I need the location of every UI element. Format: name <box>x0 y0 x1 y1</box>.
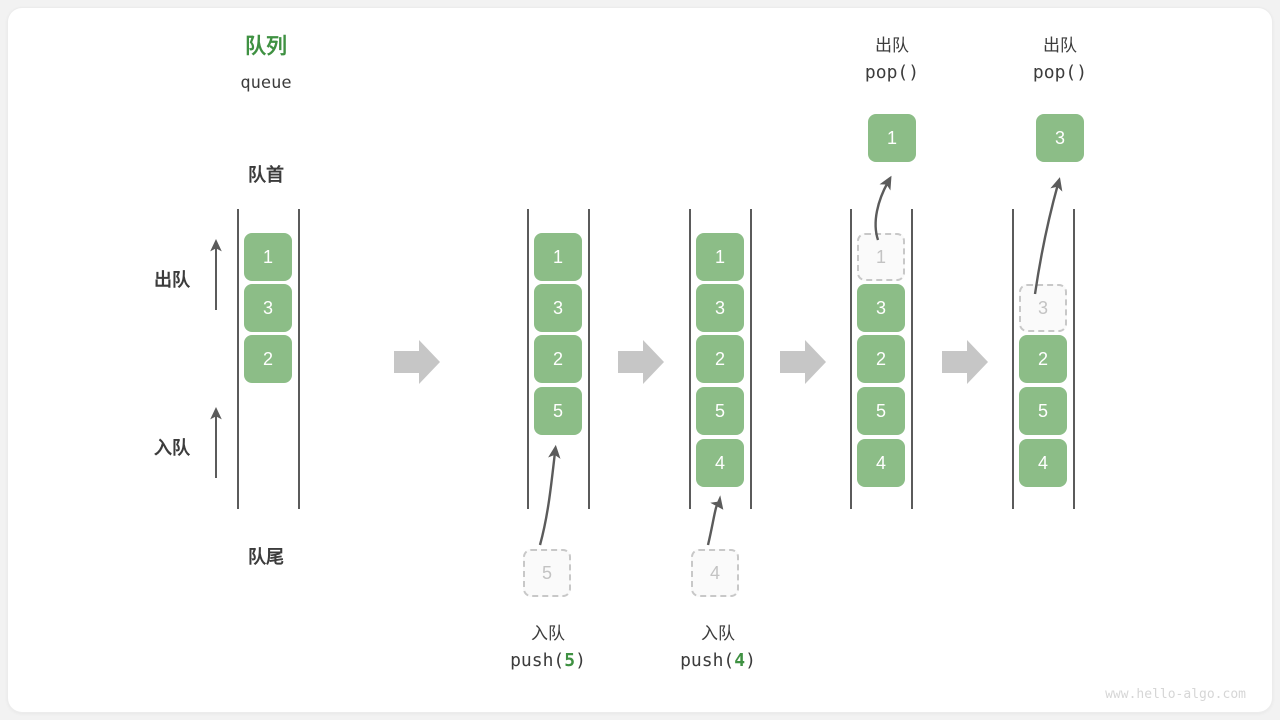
stage2-rail-right <box>588 209 590 509</box>
incoming-ghost-cell: 4 <box>691 549 739 597</box>
queue-cell: 5 <box>1019 387 1067 435</box>
stage4-operation-label: 出队 pop() <box>792 32 992 86</box>
stage4-op-cn: 出队 <box>875 36 909 55</box>
queue-cell: 4 <box>857 439 905 487</box>
stage2-op-arg: 5 <box>564 650 576 671</box>
stage3-op-en-pre: push( <box>680 650 735 671</box>
rear-label: 队尾 <box>248 547 284 567</box>
stage4-op-en: pop() <box>864 62 920 83</box>
stage2-op-en-post: ) <box>575 650 586 671</box>
stage2-operation-label: 入队 push(5) <box>448 620 648 674</box>
stage5-op-cn: 出队 <box>1043 36 1077 55</box>
queue-cell: 3 <box>244 284 292 332</box>
stage3-op-cn: 入队 <box>701 624 735 643</box>
removed-ghost-cell: 3 <box>1019 284 1067 332</box>
dequeue-direction-label: 出队 <box>154 270 190 290</box>
stage5-rail-left <box>1012 209 1014 509</box>
queue-cell: 2 <box>244 335 292 383</box>
queue-cell: 2 <box>534 335 582 383</box>
stage2-rail-left <box>527 209 529 509</box>
queue-cell: 3 <box>696 284 744 332</box>
diagram-title-en: queue <box>240 73 292 93</box>
queue-cell: 1 <box>696 233 744 281</box>
stage3-op-arg: 4 <box>734 650 746 671</box>
stage3-rail-right <box>750 209 752 509</box>
stage3-operation-label: 入队 push(4) <box>618 620 818 674</box>
stage5-operation-label: 出队 pop() <box>960 32 1160 86</box>
queue-cell: 2 <box>857 335 905 383</box>
stage3-op-en-post: ) <box>745 650 756 671</box>
diagram-card <box>8 8 1272 712</box>
stage2-op-cn: 入队 <box>531 624 565 643</box>
queue-cell: 2 <box>1019 335 1067 383</box>
queue-cell: 4 <box>696 439 744 487</box>
stage4-rail-left <box>850 209 852 509</box>
queue-cell: 1 <box>534 233 582 281</box>
popped-cell: 3 <box>1036 114 1084 162</box>
stage1-rail-right <box>298 209 300 509</box>
stage1-rail-left <box>237 209 239 509</box>
watermark: www.hello-algo.com <box>1105 687 1246 702</box>
queue-cell: 1 <box>244 233 292 281</box>
queue-cell: 5 <box>534 387 582 435</box>
queue-cell: 5 <box>696 387 744 435</box>
queue-cell: 2 <box>696 335 744 383</box>
stage5-rail-right <box>1073 209 1075 509</box>
stage2-op-en: push(5) <box>448 647 648 674</box>
queue-cell: 5 <box>857 387 905 435</box>
queue-cell: 3 <box>534 284 582 332</box>
front-label: 队首 <box>248 165 284 185</box>
incoming-ghost-cell: 5 <box>523 549 571 597</box>
stage5-op-en: pop() <box>1032 62 1088 83</box>
stage3-rail-left <box>689 209 691 509</box>
stage3-op-en: push(4) <box>618 647 818 674</box>
removed-ghost-cell: 1 <box>857 233 905 281</box>
stage2-op-en-pre: push( <box>510 650 565 671</box>
queue-cell: 4 <box>1019 439 1067 487</box>
enqueue-direction-label: 入队 <box>154 438 190 458</box>
popped-cell: 1 <box>868 114 916 162</box>
queue-cell: 3 <box>857 284 905 332</box>
diagram-title-cn: 队列 <box>245 35 287 58</box>
stage4-rail-right <box>911 209 913 509</box>
